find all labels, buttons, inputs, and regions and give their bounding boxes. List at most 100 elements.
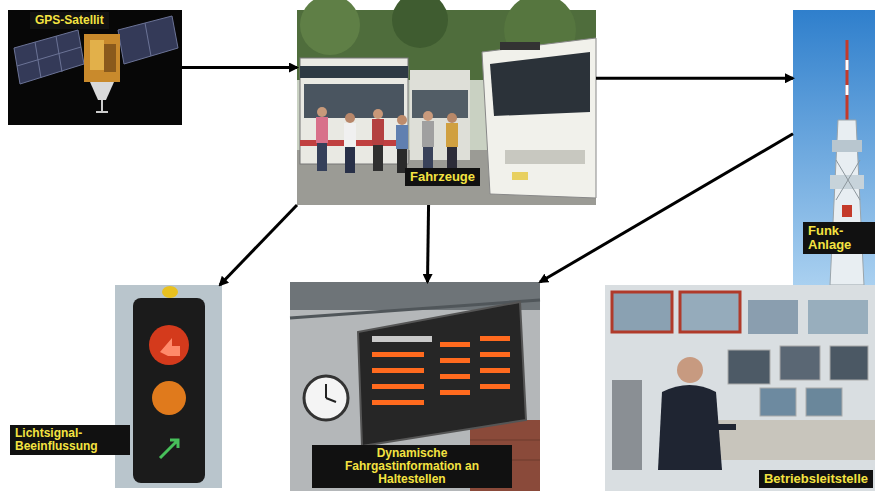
illustration-shape [440, 374, 470, 379]
illustration-shape [480, 384, 510, 389]
illustration-shape [505, 150, 585, 164]
illustration-shape [316, 117, 328, 143]
illustration-shape [17, 47, 81, 66]
illustration-shape [317, 143, 327, 171]
illustration-shape [8, 10, 182, 125]
illustration-shape [480, 352, 510, 357]
illustration-shape [410, 70, 470, 160]
traffic-light-panel: Lichtsignal- Beeinflussung [10, 285, 222, 488]
illustration-shape [345, 113, 355, 123]
illustration-shape [397, 115, 407, 125]
illustration-shape [728, 350, 770, 384]
passenger-display-photo [290, 282, 540, 491]
illustration-shape [612, 380, 642, 470]
panel-label: Betriebsleitstelle [759, 470, 873, 488]
illustration-shape [152, 381, 186, 415]
illustration-shape [372, 119, 384, 145]
illustration-shape [392, 0, 448, 48]
illustration-shape [162, 286, 178, 298]
illustration-shape [440, 390, 470, 395]
arrow-connector [182, 66, 297, 69]
arrow-connector [596, 77, 793, 80]
illustration-shape [412, 90, 468, 118]
control-centre-photo [605, 285, 875, 491]
illustration-shape [500, 42, 540, 50]
illustration-shape [372, 368, 424, 373]
satellite-panel: GPS-Satellit [8, 10, 182, 125]
illustration-shape [836, 160, 860, 200]
radio-panel: Funk- Anlage [793, 10, 875, 285]
satellite-photo [8, 10, 182, 125]
illustration-shape [372, 336, 510, 405]
illustration-shape [115, 285, 222, 488]
illustration-shape [832, 140, 862, 152]
illustration-shape [846, 40, 849, 120]
illustration-shape [90, 40, 104, 70]
vehicles-photo [297, 0, 596, 205]
arrow-connector [220, 205, 297, 285]
illustration-shape [836, 160, 860, 200]
panel-label: Fahrzeuge [405, 168, 480, 186]
illustration-shape [372, 336, 432, 342]
illustration-shape [372, 384, 424, 389]
illustration-shape [300, 66, 408, 78]
illustration-shape [316, 107, 458, 173]
illustration-shape [422, 121, 434, 147]
illustration-shape [806, 388, 842, 416]
illustration-shape [160, 338, 180, 356]
illustration-shape [830, 346, 868, 380]
illustration-shape [482, 38, 596, 198]
passenger-info-panel: Dynamische Fahrgastinformation an Haltes… [290, 282, 540, 491]
illustration-shape [304, 376, 348, 420]
panel-label: Funk- Anlage [803, 222, 875, 254]
illustration-shape [118, 16, 178, 64]
illustration-shape [358, 302, 526, 446]
illustration-shape [700, 420, 875, 460]
illustration-shape [748, 300, 798, 334]
illustration-shape [612, 292, 672, 332]
illustration-shape [149, 325, 189, 365]
illustration-shape [104, 44, 116, 72]
illustration-shape [372, 400, 424, 405]
illustration-shape [440, 358, 470, 363]
traffic-light-photo [115, 285, 222, 488]
illustration-shape [326, 398, 336, 402]
illustration-shape [808, 300, 868, 334]
illustration-shape [14, 30, 84, 84]
illustration-shape [480, 336, 510, 341]
illustration-shape [712, 424, 736, 430]
illustration-shape [160, 440, 178, 458]
illustration-shape [480, 368, 510, 373]
illustration-shape [760, 388, 796, 416]
illustration-shape [780, 346, 820, 380]
vehicles-panel: Fahrzeuge [297, 10, 596, 205]
illustration-shape [325, 384, 327, 398]
illustration-shape [512, 172, 528, 180]
illustration-shape [96, 111, 108, 113]
illustration-shape [842, 205, 852, 217]
control-centre-panel: Betriebsleitstelle [605, 285, 875, 491]
illustration-shape [677, 357, 703, 383]
illustration-shape [373, 145, 383, 171]
illustration-shape [470, 440, 540, 441]
illustration-shape [372, 352, 424, 357]
illustration-shape [373, 109, 383, 119]
illustration-shape [446, 123, 458, 147]
illustration-shape [423, 111, 433, 121]
illustration-shape [680, 292, 740, 332]
illustration-shape [490, 52, 590, 116]
illustration-shape [605, 285, 875, 491]
arrow-connector [540, 134, 793, 282]
illustration-shape [793, 10, 875, 285]
illustration-shape [133, 298, 205, 483]
illustration-shape [846, 85, 849, 95]
illustration-shape [84, 34, 120, 82]
arrow-connector [428, 205, 429, 282]
illustration-shape [396, 125, 408, 149]
illustration-shape [447, 113, 457, 123]
illustration-shape [90, 82, 114, 100]
illustration-shape [344, 123, 356, 147]
illustration-shape [440, 342, 470, 347]
illustration-shape [345, 147, 355, 173]
